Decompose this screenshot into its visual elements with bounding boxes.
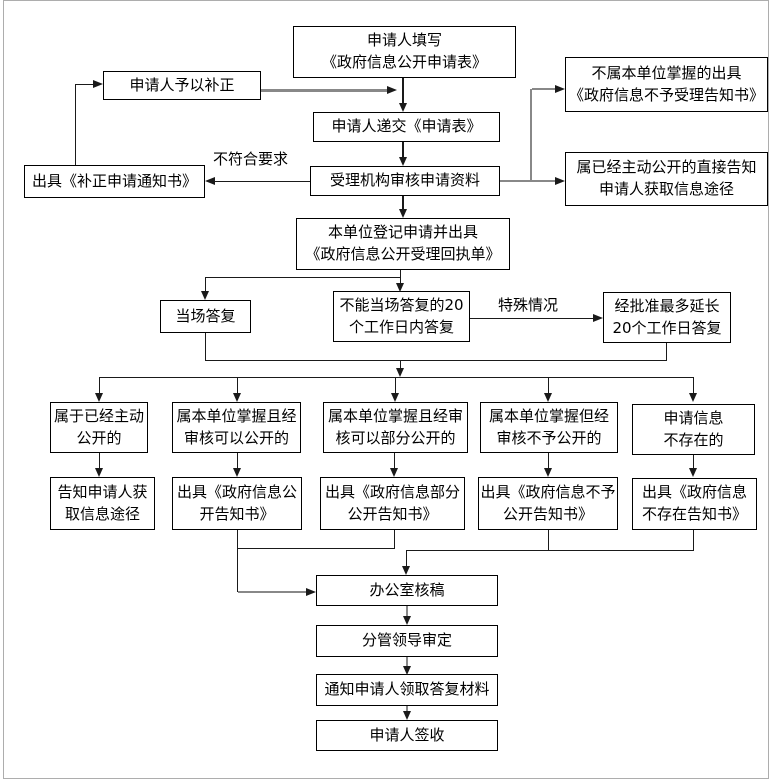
node-cond-partial-public: 属本单位掌握且经审 核可以部分公开的 [323, 402, 468, 453]
connector-line [548, 377, 549, 394]
connector-line [406, 706, 408, 712]
connector-line [237, 548, 395, 549]
arrowhead-down [390, 468, 398, 477]
arrowhead-down [403, 666, 411, 675]
arrowhead-down [233, 393, 241, 402]
connector-line [406, 657, 408, 667]
arrowhead-down [544, 393, 552, 402]
node-cond-already-public: 属于已经主动 公开的 [50, 402, 148, 453]
arrowhead-down [544, 468, 552, 477]
arrowhead-right [93, 80, 103, 88]
connector-line [394, 453, 395, 469]
edge-label-special-case: 特殊情况 [498, 296, 559, 314]
connector-line [400, 277, 401, 284]
node-review: 受理机构审核申请资料 [310, 166, 500, 196]
node-out-refuse-notice: 出具《政府信息不予 公开告知书》 [478, 477, 618, 530]
arrowhead-right [555, 85, 565, 93]
connector-line [205, 277, 401, 278]
node-out-inform-way: 告知申请人获 取信息途径 [50, 477, 155, 530]
connector-line [693, 377, 694, 394]
node-out-not-exist-notice: 出具《政府信息 不存在告知书》 [632, 478, 757, 530]
connector-line [237, 530, 238, 592]
arrowhead-left [205, 177, 215, 185]
arrowhead-down [689, 393, 697, 402]
connector-line [99, 377, 694, 378]
node-not-held-notice: 不属本单位掌握的出具 《政府信息不予受理告知书》 [565, 57, 768, 112]
node-cond-not-exist: 申请信息 不存在的 [632, 404, 755, 455]
node-out-public-notice: 出具《政府信息公 开告知书》 [172, 477, 302, 530]
arrowhead-right [555, 177, 565, 185]
node-out-partial-notice: 出具《政府信息部分 公开告知书》 [320, 477, 465, 530]
arrowhead-down [95, 468, 103, 477]
connector-line [532, 88, 557, 90]
node-submit-form: 申请人递交《申请表》 [313, 112, 500, 142]
node-office-check: 办公室核稿 [316, 575, 498, 606]
connector-line [406, 550, 407, 567]
connector-line [693, 530, 694, 550]
connector-line [205, 277, 206, 292]
connector-line [500, 180, 557, 182]
node-on-spot-reply: 当场答复 [160, 300, 251, 333]
page-border-frame [3, 0, 769, 779]
connector-line [394, 530, 395, 548]
connector-line [402, 196, 404, 210]
connector-line [99, 453, 100, 469]
arrowhead-down [399, 209, 407, 218]
connector-line [406, 606, 408, 617]
arrowhead-down [403, 616, 411, 625]
node-register: 本单位登记申请并出具 《政府信息公开受理回执单》 [296, 218, 510, 270]
connector-line [470, 318, 594, 319]
arrowhead-down [95, 393, 103, 402]
connector-line [237, 453, 238, 469]
node-extend-20: 经批准最多延长 20个工作日答复 [603, 292, 731, 343]
node-fill-form: 申请人填写 《政府信息公开申请表》 [293, 26, 516, 78]
connector-line [205, 333, 206, 360]
connector-line [400, 270, 401, 277]
arrowhead-down [201, 291, 209, 300]
connector-line [238, 591, 306, 593]
connector-line [402, 142, 404, 158]
connector-line [548, 530, 549, 550]
node-supplement: 申请人予以补正 [103, 71, 261, 100]
node-notify-pickup: 通知申请人领取答复材料 [316, 674, 498, 706]
connector-line [215, 181, 310, 182]
arrowhead-down [689, 468, 697, 477]
arrowhead-down [403, 711, 411, 720]
arrowhead-down [396, 368, 404, 377]
node-cond-not-public: 属本单位掌握但经 审核不予公开的 [480, 402, 618, 453]
arrowhead-down [399, 157, 407, 166]
node-already-public-notice: 属已经主动公开的直接告知 申请人获取信息途径 [565, 152, 768, 206]
connector-line [76, 84, 94, 85]
connector-line [261, 89, 388, 92]
arrowhead-down [233, 468, 241, 477]
connector-line [400, 360, 401, 369]
connector-line [693, 455, 694, 468]
arrowhead-down [399, 103, 407, 112]
node-reply-within-20: 不能当场答复的20 个工作日内答复 [333, 291, 470, 342]
edge-label-not-meet-requirement: 不符合要求 [213, 150, 289, 168]
connector-line [205, 360, 667, 361]
node-sign-receive: 申请人签收 [316, 720, 498, 751]
connector-line [237, 377, 238, 394]
arrowhead-right [306, 588, 316, 596]
connector-line [666, 343, 667, 360]
connector-line [530, 89, 532, 182]
arrowhead-right [593, 314, 603, 322]
arrowhead-down [391, 393, 399, 402]
node-cond-can-public: 属本单位掌握且经 审核可以公开的 [172, 402, 301, 453]
arrowhead-right [387, 86, 397, 94]
connector-line [75, 84, 76, 165]
arrowhead-down [396, 283, 404, 292]
connector-line [548, 453, 549, 469]
node-issue-supplement-notice: 出具《补正申请通知书》 [24, 165, 205, 198]
connector-line [406, 550, 694, 551]
connector-line [99, 377, 100, 394]
connector-line [402, 78, 404, 104]
node-leader-approve: 分管领导审定 [316, 625, 498, 657]
connector-line [395, 377, 396, 394]
arrowhead-down [402, 566, 410, 575]
